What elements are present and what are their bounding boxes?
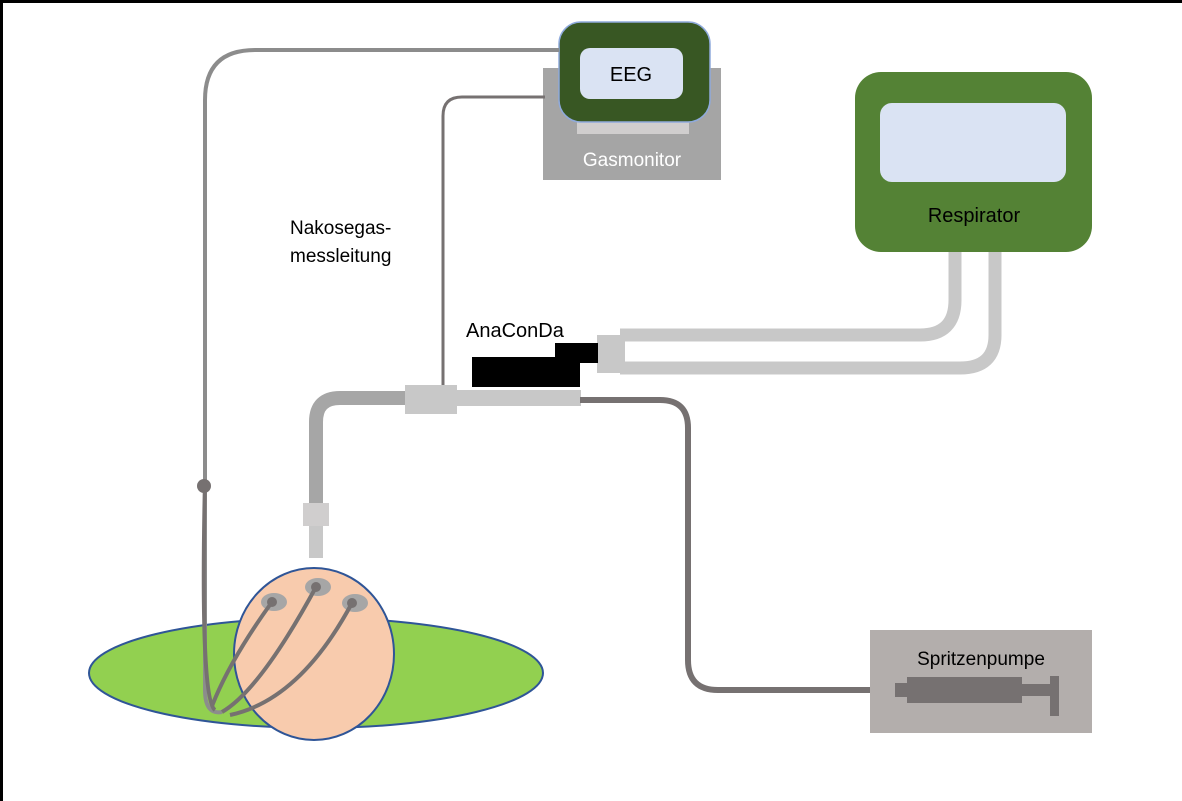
gas-line-label-1: Nakosegas- [290,218,391,239]
gas-sampling-line [441,95,545,388]
syringe-pump-line [580,397,905,693]
gas-monitor-label: Gasmonitor [583,150,682,171]
respirator-screen [880,103,1066,182]
tube-end [309,526,323,558]
electrode-wire [210,600,274,707]
syringe-tip [895,683,907,697]
anaconda-top [555,343,598,363]
eeg-monitor: EEG [558,21,711,123]
gas-line-label-2: messleitung [290,246,391,267]
syringe-plunger-head [1050,676,1059,716]
electrode-wire [220,586,318,714]
respirator-label: Respirator [928,205,1021,227]
electrode-wire [229,602,354,717]
sampling-port [405,385,457,414]
y-piece-connector [597,335,625,373]
syringe-pump: Spritzenpumpe [870,630,1092,733]
syringe-barrel [907,677,1022,703]
syringe-pump-label: Spritzenpumpe [917,649,1045,670]
anaconda-label: AnaConDa [466,320,565,342]
anaconda-device: AnaConDa [466,320,598,387]
patient-tube [309,391,580,505]
expiration-tube [620,252,1002,375]
respirator: Respirator [855,72,1092,252]
tube-segment-anaconda [455,390,581,406]
tube-connector [303,503,329,526]
eeg-cable [203,48,559,715]
respirator-tubes [620,252,1002,375]
syringe-plunger [1022,684,1054,696]
eeg-screen [580,48,683,99]
inspiration-tube [620,252,962,342]
electrode-wires [201,479,354,717]
eeg-label: EEG [610,64,652,86]
